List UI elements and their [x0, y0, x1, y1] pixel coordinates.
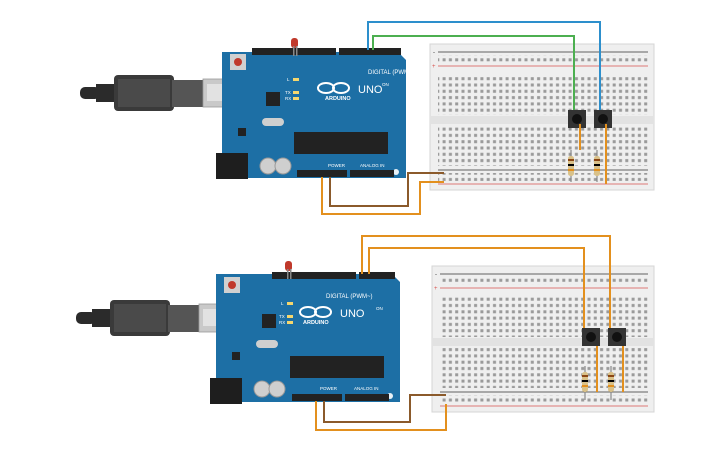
crystal-1: [262, 118, 284, 126]
digital-label-1: DIGITAL (PWM~): [368, 70, 415, 76]
push-button-2a[interactable]: [582, 328, 600, 346]
led-13-1: [291, 38, 298, 48]
usb-chip-1: [266, 92, 280, 106]
wire-brown-1[interactable]: [329, 172, 444, 207]
resistor-2b: [608, 366, 614, 400]
power-jack-2: [210, 378, 242, 404]
wire-blue-1[interactable]: [367, 21, 601, 110]
usb-cable-2[interactable]: [76, 300, 230, 336]
arduino-logo-2: [299, 306, 332, 318]
circuit-1: DIGITAL (PWM~) ARDUINO UNO L TX RX ON: [80, 21, 655, 215]
power-jack-1: [216, 153, 248, 179]
arduino-model-2: UNO: [340, 308, 365, 320]
rail-plus-label-2: +: [434, 286, 438, 292]
arduino-brand-1: ARDUINO: [325, 96, 351, 102]
circuit-2: DIGITAL (PWM~) ARDUINO UNO L TX RX ON: [76, 235, 655, 431]
push-button-1a[interactable]: [568, 110, 586, 128]
digital-header-right-1: [339, 48, 401, 55]
analog-header-2: [345, 394, 389, 401]
analog-label-2: ANALOG IN: [354, 386, 379, 391]
digital-header-right-2: [359, 272, 395, 279]
led-label-tx-2: TX: [279, 314, 285, 319]
usb-chip-2: [262, 314, 276, 328]
resistor-1b: [594, 150, 600, 182]
resistor-2a: [582, 366, 588, 400]
digital-header-left-2: [272, 272, 356, 279]
push-button-2b[interactable]: [608, 328, 626, 346]
wire-brown-2[interactable]: [323, 394, 446, 423]
arduino-logo-1: [317, 82, 350, 94]
push-button-1b[interactable]: [594, 110, 612, 128]
led-13-2: [285, 261, 292, 271]
power-header-1: [297, 170, 347, 177]
on-label-1: ON: [382, 82, 389, 87]
power-label-1: POWER: [328, 163, 346, 168]
wire-orange-1[interactable]: [321, 177, 444, 215]
led-label-tx-1: TX: [285, 90, 291, 95]
resistor-1a: [568, 150, 574, 182]
led-label-rx-1: RX: [285, 96, 291, 101]
led-label-l-1: L: [287, 77, 290, 82]
rail-plus-label-1: +: [432, 64, 436, 70]
atmega-chip-2: [290, 356, 384, 378]
wire-orange-2c[interactable]: [315, 401, 447, 431]
arduino-board-1[interactable]: DIGITAL (PWM~) ARDUINO UNO L TX RX ON: [216, 38, 415, 179]
wire-orange-2b[interactable]: [368, 247, 585, 328]
digital-label-2: DIGITAL (PWM~): [326, 294, 373, 300]
rail-minus-label-2: -: [435, 272, 437, 278]
wire-orange-2a[interactable]: [361, 235, 611, 328]
arduino-brand-2: ARDUINO: [303, 320, 329, 326]
arduino-board-2[interactable]: DIGITAL (PWM~) ARDUINO UNO L TX RX ON: [210, 261, 400, 404]
rail-minus-label-1: -: [433, 50, 435, 56]
arduino-model-1: UNO: [358, 84, 383, 96]
led-label-l-2: L: [281, 301, 284, 306]
crystal-2: [256, 340, 278, 348]
usb-cable-1[interactable]: [80, 75, 234, 111]
power-header-2: [292, 394, 342, 401]
wire-green-1[interactable]: [372, 35, 575, 110]
atmega-chip-1: [294, 132, 388, 154]
power-label-2: POWER: [320, 386, 338, 391]
analog-header-1: [350, 170, 394, 177]
on-label-2: ON: [376, 306, 383, 311]
led-label-rx-2: RX: [279, 320, 285, 325]
breadboard-1: + -: [429, 43, 655, 191]
analog-label-1: ANALOG IN: [360, 163, 385, 168]
